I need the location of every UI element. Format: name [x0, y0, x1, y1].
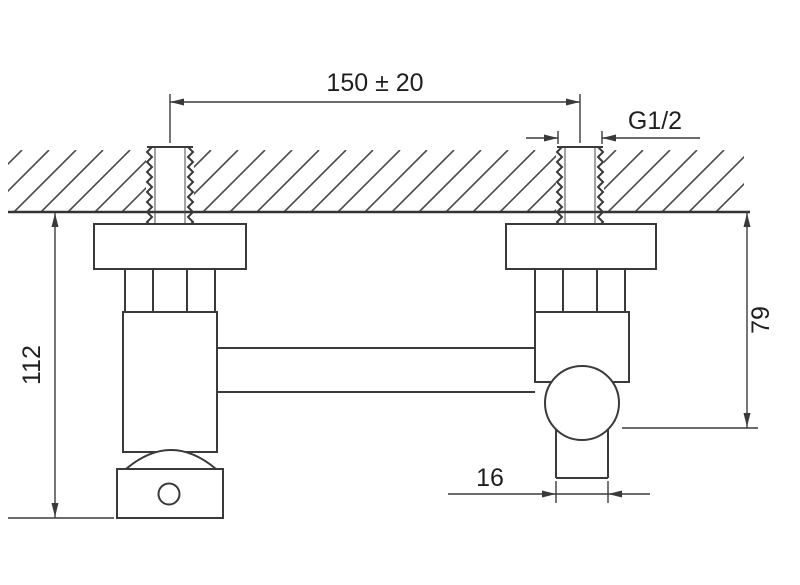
left-valve-body — [122, 311, 218, 453]
dimension-thread-size: G1/2 — [526, 107, 700, 144]
dimension-height-79: 79 — [622, 212, 775, 429]
arrowhead-bottom — [743, 413, 751, 427]
arrowhead-right — [566, 98, 580, 106]
arrowhead-left — [544, 134, 558, 142]
dimension-label-outlet-width: 16 — [476, 464, 504, 492]
arrowhead-top — [743, 213, 751, 227]
outlet-elbow-circle — [544, 365, 620, 441]
left-thread-left-edge — [145, 146, 154, 228]
arrowhead-left — [542, 490, 556, 498]
left-spout — [116, 449, 224, 519]
spout-dome — [125, 449, 217, 470]
arrowhead-bottom — [51, 503, 59, 517]
connecting-bar — [217, 347, 535, 393]
right-inlet-thread — [555, 146, 605, 228]
spout-detail-circle — [157, 482, 181, 506]
spout-block — [116, 468, 224, 519]
arrowhead-top — [51, 213, 59, 227]
left-thread-right-edge — [186, 146, 195, 228]
right-hex-nut — [534, 268, 626, 313]
right-hex-nut-body — [534, 268, 626, 313]
right-thread-left-edge — [555, 146, 564, 228]
left-hex-nut — [124, 268, 216, 313]
arrowhead-right — [608, 490, 622, 498]
dimension-label-thread-size: G1/2 — [628, 107, 682, 135]
dimension-center-distance: 150 ± 20 — [169, 69, 581, 143]
arrowhead-right — [602, 134, 616, 142]
dimension-label-center-distance: 150 ± 20 — [326, 69, 423, 97]
dimension-outlet-16: 16 — [448, 464, 650, 503]
right-thread-right-edge — [596, 146, 605, 228]
arrowhead-left — [170, 98, 184, 106]
left-hex-nut-body — [124, 268, 216, 313]
dimension-label-overall-height: 112 — [18, 345, 46, 385]
hatch-lines — [8, 150, 744, 212]
left-escutcheon-flange — [93, 223, 247, 270]
left-inlet-thread — [145, 146, 195, 228]
right-escutcheon-flange — [505, 223, 657, 270]
wall-hatching — [8, 150, 744, 212]
dimension-label-wall-to-outlet: 79 — [747, 306, 775, 334]
dimension-height-112: 112 — [8, 212, 114, 519]
handset-outlet — [555, 429, 609, 479]
